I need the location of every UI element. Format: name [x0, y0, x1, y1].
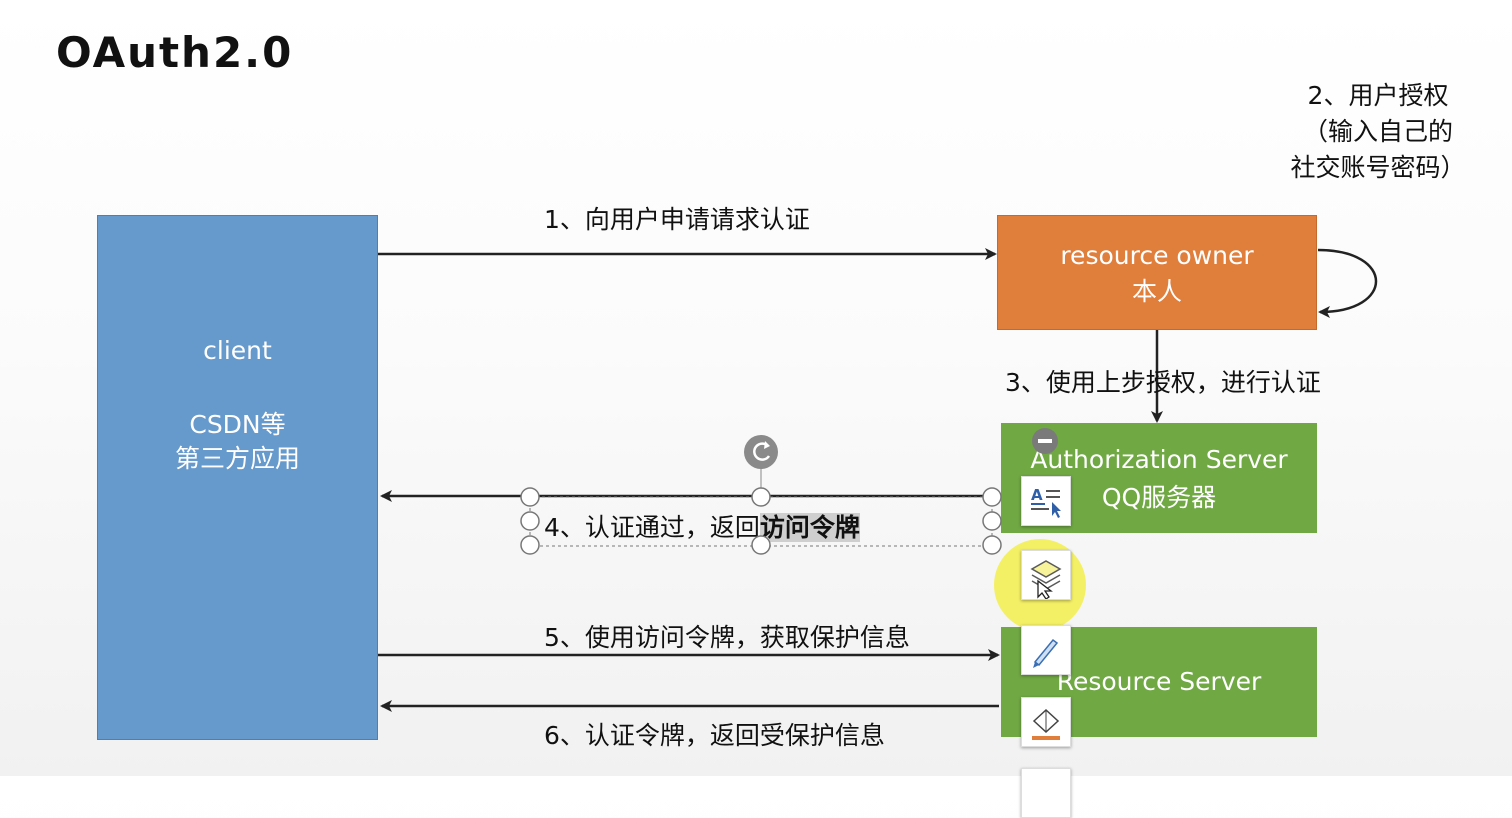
step-6-label: 6、认证令牌，返回受保护信息 — [544, 721, 885, 750]
client-box[interactable]: client CSDN等 第三方应用 — [97, 215, 378, 740]
resize-handle-bc — [751, 535, 771, 555]
auth-server-desc: QQ服务器 — [1101, 483, 1217, 512]
resize-handle-ml — [520, 511, 540, 531]
step-5-label: 5、使用访问令牌，获取保护信息 — [544, 623, 910, 652]
resource-server-label: Resource Server — [1056, 667, 1262, 696]
svg-text:A: A — [1031, 486, 1043, 504]
step-4-label[interactable]: 4、认证通过，返回访问令牌 — [544, 508, 860, 544]
collapse-minus-icon — [1032, 428, 1058, 454]
step-4-highlight: 访问令牌 — [759, 513, 860, 542]
resize-handle-br — [982, 535, 1002, 555]
resize-handle-tr — [982, 487, 1002, 507]
step-2-note: 2、用户授权 （输入自己的 社交账号密码） — [1283, 78, 1473, 186]
step-2-line1: 2、用户授权 — [1307, 81, 1449, 110]
format-text-icon[interactable]: A — [1021, 476, 1071, 526]
resize-handle-tl — [520, 487, 540, 507]
rotate-handle — [744, 435, 778, 469]
layers-icon[interactable] — [1021, 550, 1071, 600]
client-desc: CSDN等 第三方应用 — [98, 408, 377, 476]
resource-owner-label: resource owner — [1060, 241, 1254, 270]
resize-handle-tc — [751, 487, 771, 507]
client-desc-line2: 第三方应用 — [174, 444, 300, 473]
step-3-label: 3、使用上步授权，进行认证 — [1005, 368, 1321, 397]
resize-handle-bl — [520, 535, 540, 555]
arrow-step-2-loop — [1317, 248, 1378, 318]
auth-server-label: Authorization Server — [1030, 445, 1288, 474]
step-2-line2: （输入自己的 — [1302, 117, 1453, 146]
fill-shape-icon[interactable] — [1021, 697, 1071, 747]
page-title: OAuth2.0 — [56, 28, 294, 77]
resource-server-box[interactable]: Resource Server — [1001, 627, 1317, 737]
resource-owner-box[interactable]: resource owner 本人 — [997, 215, 1317, 330]
resize-handle-mr — [982, 511, 1002, 531]
selection-overlay — [520, 428, 1086, 631]
step-1-label: 1、向用户申请请求认证 — [544, 205, 810, 234]
step-4-text: 4、认证通过，返回 — [544, 513, 760, 542]
client-label: client — [203, 336, 272, 365]
flow-arrows — [378, 248, 1378, 712]
resource-owner-desc: 本人 — [1131, 277, 1182, 306]
pen-style-icon[interactable] — [1021, 625, 1071, 675]
client-desc-line1: CSDN等 — [189, 410, 286, 439]
step-2-line3: 社交账号密码） — [1290, 153, 1466, 182]
